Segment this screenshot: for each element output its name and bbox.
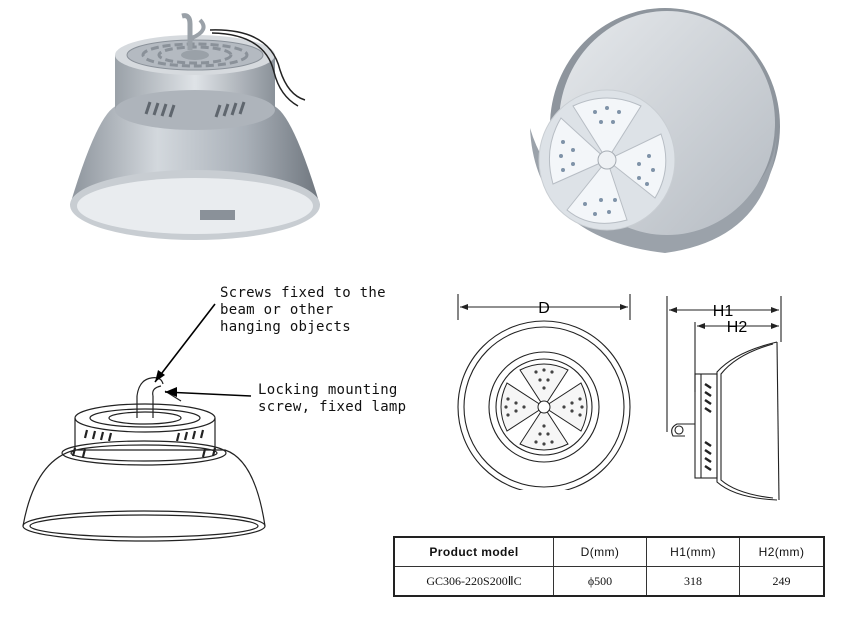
lamp-interior-photo xyxy=(530,8,780,253)
header-d: D(mm) xyxy=(553,536,647,567)
lamp-exterior-photo xyxy=(70,13,320,240)
header-h2: H2(mm) xyxy=(739,536,825,567)
callout-locking: Locking mounting screw, fixed lamp xyxy=(258,382,406,416)
spec-table-header-row: Product model D(mm) H1(mm) H2(mm) xyxy=(393,536,825,567)
spec-table: Product model D(mm) H1(mm) H2(mm) GC306-… xyxy=(393,536,825,597)
callout-screws-line-1: Screws fixed to the xyxy=(220,285,386,301)
header-h1: H1(mm) xyxy=(646,536,740,567)
callout-locking-line-2: screw, fixed lamp xyxy=(258,399,407,415)
cell-product-model: GC306-220S200ⅡC xyxy=(393,566,554,597)
table-row: GC306-220S200ⅡC ϕ500 318 249 xyxy=(393,566,825,597)
dimension-h1-label: H1 xyxy=(713,303,734,320)
dimension-d-label: D xyxy=(538,300,550,317)
callout-locking-line-1: Locking mounting xyxy=(258,382,398,398)
cell-h1: 318 xyxy=(646,566,740,597)
dimension-h2-label: H2 xyxy=(727,319,748,336)
leader-line-screws xyxy=(154,303,216,383)
front-view-drawing: D xyxy=(457,294,631,490)
cell-h2: 249 xyxy=(739,566,825,597)
leader-line-locking xyxy=(164,391,252,397)
callout-screws-line-3: hanging objects xyxy=(220,319,351,335)
callout-screws: Screws fixed to the beam or other hangin… xyxy=(220,285,386,336)
cell-d: ϕ500 xyxy=(553,566,647,597)
side-view-drawing: H1 H2 xyxy=(666,296,782,501)
mounting-line-drawing xyxy=(22,303,266,542)
header-product-model: Product model xyxy=(393,536,554,567)
callout-screws-line-2: beam or other xyxy=(220,302,334,318)
